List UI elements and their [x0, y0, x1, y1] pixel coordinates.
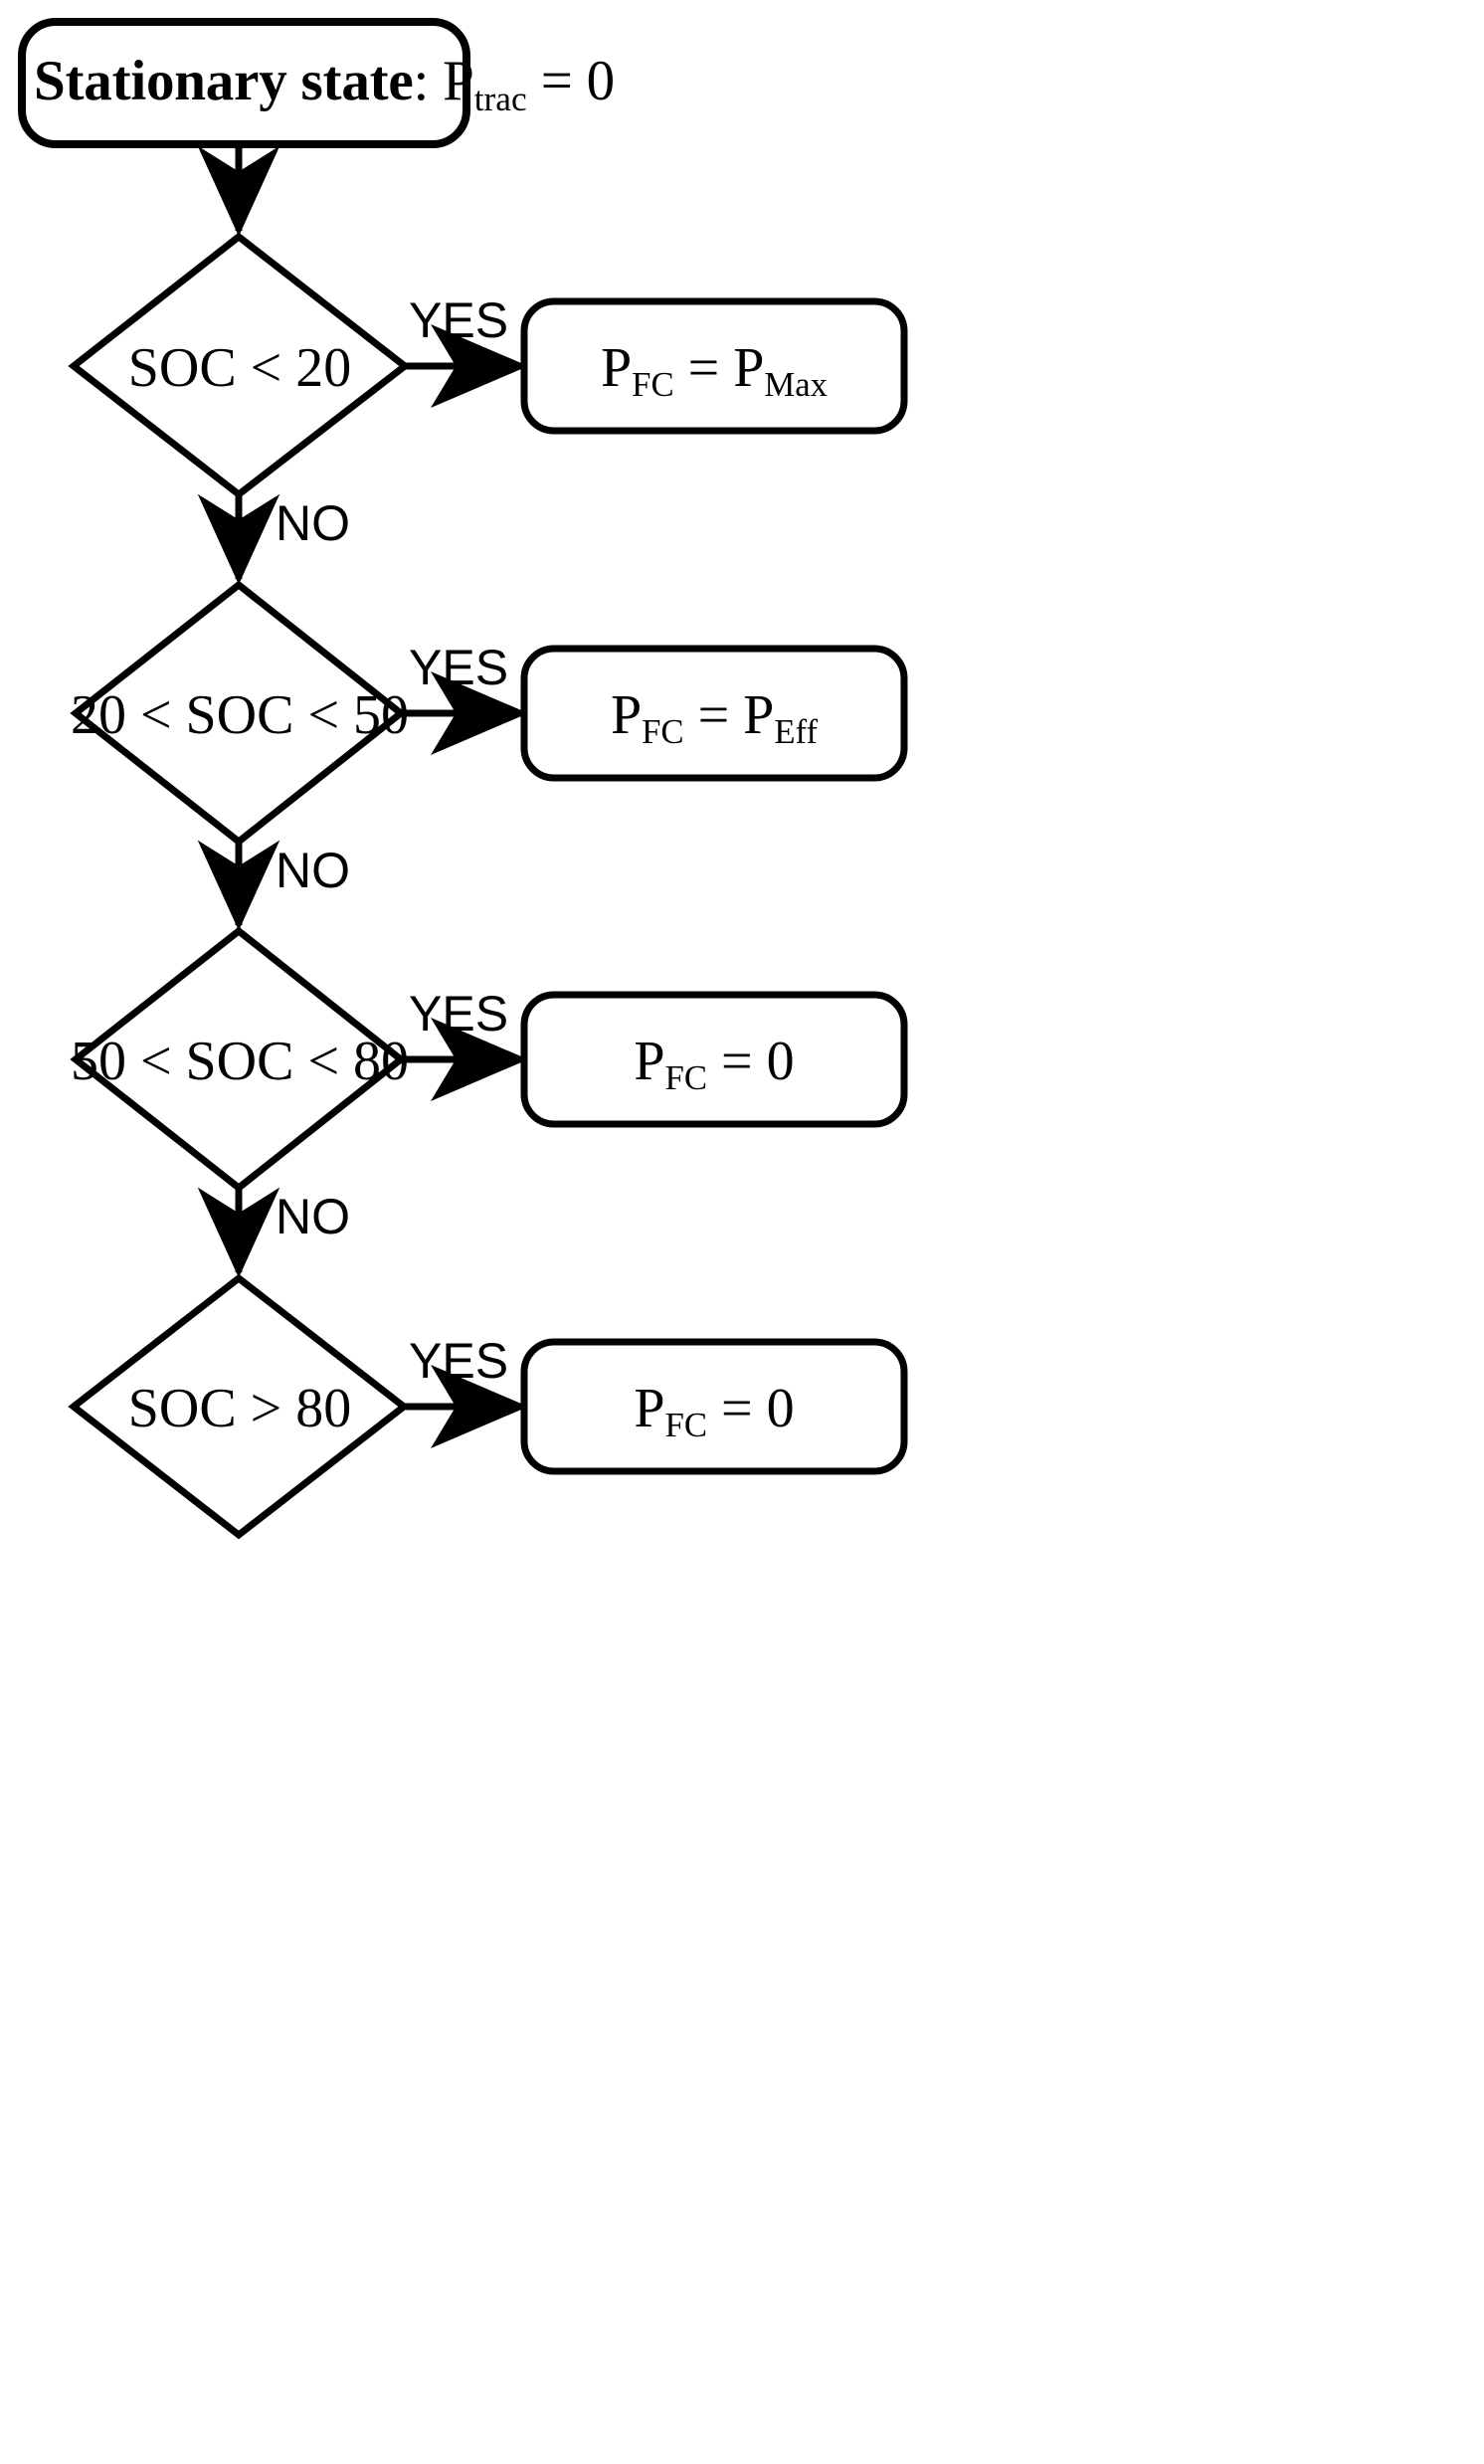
- result-1-label: PFC = PMax: [601, 336, 828, 404]
- branch-label-no-2: NO: [276, 843, 350, 898]
- start-node-shape: [18, 18, 470, 148]
- result-2-label: PFC = PEff: [610, 683, 818, 751]
- result-1-base: P: [601, 337, 633, 399]
- branch-label-yes-4: YES: [409, 1333, 509, 1389]
- result-4-base: P: [634, 1378, 665, 1439]
- decision-3-label: 50 < SOC < 80: [70, 1031, 410, 1092]
- branch-label-yes-3: YES: [409, 986, 509, 1042]
- branch-label-yes-1: YES: [409, 292, 509, 348]
- result-3-base: P: [634, 1031, 665, 1092]
- decision-2-label: 20 < SOC < 50: [70, 684, 410, 746]
- result-1-sub2: Max: [764, 365, 828, 405]
- result-3-label: PFC = 0: [634, 1030, 795, 1097]
- result-3-mid: = 0: [707, 1031, 795, 1092]
- result-1-sub: FC: [632, 365, 674, 405]
- start-node-label-bold: Stationary state: [34, 50, 414, 112]
- start-node-label-subscript: trac: [473, 79, 527, 118]
- decision-1-label: SOC < 20: [127, 337, 352, 399]
- start-node-label-rest: : P: [413, 50, 474, 112]
- branch-label-no-3: NO: [276, 1189, 350, 1244]
- result-4-mid: = 0: [707, 1378, 795, 1439]
- decision-4-shape: [68, 1273, 410, 1540]
- start-node-label: Stationary state: Ptrac = 0: [34, 50, 616, 116]
- result-3-sub: FC: [664, 1058, 708, 1098]
- decision-4-label: SOC > 80: [127, 1378, 352, 1439]
- result-2-base: P: [610, 684, 643, 746]
- result-4-label: PFC = 0: [634, 1377, 795, 1444]
- start-node-label-tail: = 0: [526, 50, 616, 112]
- result-2-mid: = P: [683, 684, 775, 746]
- result-4-sub: FC: [664, 1406, 708, 1445]
- result-2-sub: FC: [642, 712, 684, 752]
- result-2-sub2: Eff: [774, 712, 819, 752]
- branch-label-no-1: NO: [276, 495, 350, 551]
- result-1-mid: = P: [673, 337, 765, 399]
- branch-label-yes-2: YES: [409, 640, 509, 695]
